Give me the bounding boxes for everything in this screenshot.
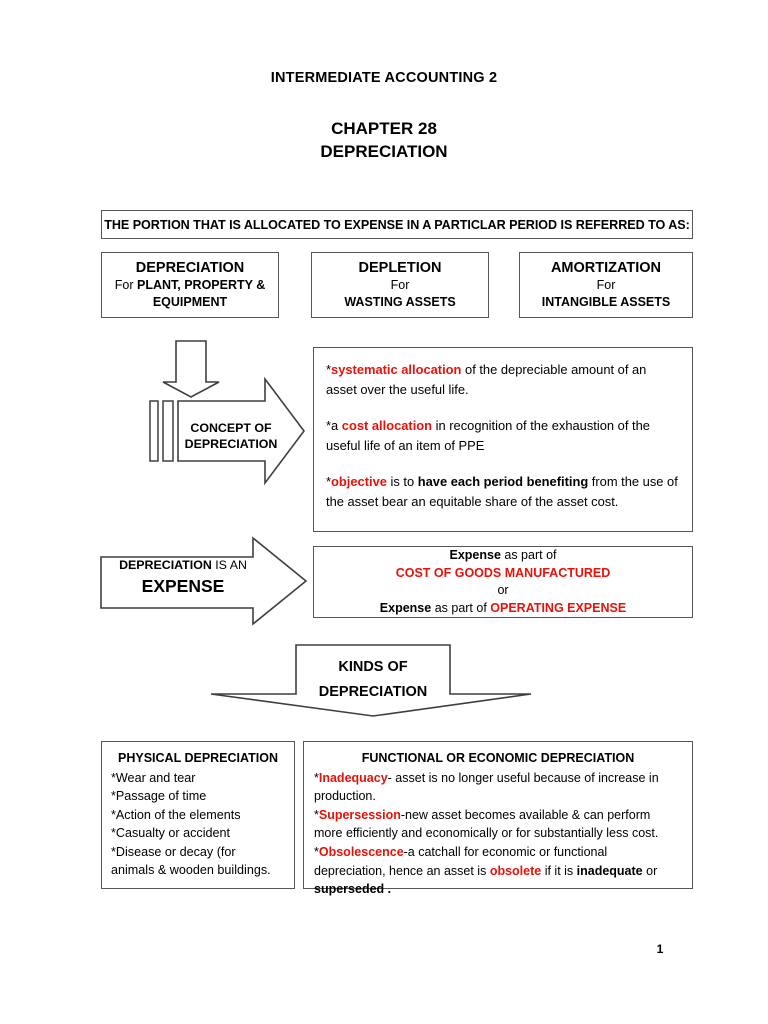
- concept-arrow-label-line2: DEPRECIATION: [184, 437, 278, 451]
- concept-point-3: *objective is to have each period benefi…: [326, 472, 678, 511]
- document-title: INTERMEDIATE ACCOUNTING 2: [270, 70, 498, 86]
- category-box-depreciation: DEPRECIATION For PLANT, PROPERTY & EQUIP…: [101, 252, 279, 318]
- concept-point-2-highlight: cost allocation: [341, 418, 433, 433]
- category-title: DEPLETION: [358, 259, 442, 276]
- category-subject-line1: WASTING ASSETS: [344, 294, 456, 309]
- category-box-amortization: AMORTIZATION For INTANGIBLE ASSETS: [519, 252, 693, 318]
- functional-item-star: *: [314, 807, 319, 822]
- expense-arrow-label-bold: DEPRECIATION: [119, 558, 212, 572]
- arrow-tail-bar-1: [149, 400, 159, 462]
- category-subject-line2: EQUIPMENT: [152, 294, 228, 309]
- category-for-label: For: [114, 278, 134, 293]
- expense-line-4: Expense as part of OPERATING EXPENSE: [380, 600, 626, 618]
- functional-item-rest: - asset is no longer useful because of i…: [314, 770, 659, 804]
- concept-point-1-highlight: systematic allocation: [331, 362, 462, 377]
- expense-line-4-red: OPERATING EXPENSE: [490, 600, 627, 615]
- down-arrow-icon: [162, 340, 220, 398]
- functional-item-star: *: [314, 770, 319, 785]
- concept-point-2-star: *a: [326, 418, 342, 433]
- concept-arrow-label-line1: CONCEPT OF: [190, 421, 272, 435]
- concept-point-3-rest: from the use of the asset bear an equita…: [326, 474, 678, 509]
- kinds-arrow-label-line2: DEPRECIATION: [318, 684, 428, 700]
- kinds-down-arrow-icon: [210, 644, 532, 717]
- category-for-label: For: [390, 278, 410, 293]
- banner-text: THE PORTION THAT IS ALLOCATED TO EXPENSE…: [104, 217, 690, 232]
- category-subject-line1: PLANT, PROPERTY &: [136, 278, 266, 293]
- concept-point-2: *a cost allocation in recognition of the…: [326, 416, 678, 455]
- physical-depreciation-heading: PHYSICAL DEPRECIATION: [118, 751, 278, 765]
- concept-arrow-label: CONCEPT OF DEPRECIATION: [176, 420, 286, 452]
- functional-item-highlight: Inadequacy: [318, 770, 388, 785]
- concept-point-2-rest: in recognition of the exhaustion of the …: [326, 418, 650, 453]
- page-number: 1: [656, 942, 664, 956]
- category-title: AMORTIZATION: [550, 259, 662, 276]
- functional-item-star: *: [314, 844, 319, 859]
- functional-item-obsolescence: *Obsolescence-a catchall for economic or…: [314, 843, 682, 899]
- functional-item-inadequacy: *Inadequacy- asset is no longer useful b…: [314, 769, 682, 806]
- functional-item-red-obsolete: obsolete: [489, 863, 542, 878]
- expense-line-4-plain: as part of: [431, 600, 491, 615]
- concept-description-box: *systematic allocation of the depreciabl…: [313, 347, 693, 532]
- expense-line-2-cogm: COST OF GOODS MANUFACTURED: [395, 565, 611, 580]
- expense-arrow-label-plain: IS AN: [211, 558, 247, 572]
- concept-right-arrow-icon: [177, 376, 305, 486]
- category-subject-line1: INTANGIBLE ASSETS: [541, 294, 671, 309]
- expense-line-1: Expense as part of: [449, 547, 556, 565]
- functional-item-highlight: Supersession: [318, 807, 401, 822]
- physical-item: *Wear and tear: [111, 770, 196, 785]
- functional-item-rest: -a catchall for economic or functional d…: [314, 844, 608, 878]
- physical-depreciation-box: PHYSICAL DEPRECIATION *Wear and tear *Pa…: [101, 741, 295, 889]
- functional-depreciation-heading: FUNCTIONAL OR ECONOMIC DEPRECIATION: [361, 751, 635, 765]
- arrow-tail-bar-2: [162, 400, 174, 462]
- concept-point-3-star: *: [326, 474, 332, 489]
- physical-item: animals & wooden buildings.: [111, 863, 271, 877]
- functional-item-bold-inadequate: inadequate: [576, 863, 643, 878]
- chapter-heading: CHAPTER 28 DEPRECIATION: [0, 117, 768, 163]
- expense-arrow-label-line1: DEPRECIATION IS AN: [108, 556, 258, 575]
- concept-point-3-mid: is to: [386, 474, 418, 489]
- banner-box: THE PORTION THAT IS ALLOCATED TO EXPENSE…: [101, 210, 693, 239]
- functional-depreciation-box: FUNCTIONAL OR ECONOMIC DEPRECIATION *Ina…: [303, 741, 693, 896]
- expense-line-1-bold: Expense: [449, 548, 501, 562]
- expense-line-3-or: or: [497, 583, 509, 597]
- functional-item-bold-superseded: superseded .: [314, 882, 392, 897]
- kinds-arrow-label: KINDS OF DEPRECIATION: [296, 655, 450, 705]
- expense-arrow-label-big: EXPENSE: [141, 576, 225, 596]
- concept-point-1: *systematic allocation of the depreciabl…: [326, 360, 678, 399]
- chapter-subject: DEPRECIATION: [320, 142, 448, 161]
- physical-item: *Passage of time: [111, 789, 207, 803]
- expense-description-box: Expense as part of COST OF GOODS MANUFAC…: [313, 546, 693, 618]
- concept-point-3-highlight: objective: [331, 474, 387, 489]
- expense-arrow-label: DEPRECIATION IS AN EXPENSE: [108, 556, 258, 597]
- expense-line-1-plain: as part of: [500, 548, 557, 562]
- expense-right-arrow-icon: [100, 536, 308, 626]
- functional-item-mid: if it is: [541, 863, 577, 878]
- functional-item-highlight: Obsolescence: [318, 844, 404, 859]
- kinds-arrow-label-line1: KINDS OF: [338, 659, 408, 675]
- physical-item: *Action of the elements: [111, 807, 241, 822]
- concept-point-1-star: *: [326, 362, 332, 377]
- functional-item-mid2: or: [642, 863, 658, 878]
- chapter-number: CHAPTER 28: [331, 119, 437, 138]
- category-title: DEPRECIATION: [135, 259, 245, 276]
- category-box-depletion: DEPLETION For WASTING ASSETS: [311, 252, 489, 318]
- concept-point-1-rest: of the depreciable amount of an asset ov…: [326, 362, 647, 397]
- functional-item-supersession: *Supersession-new asset becomes availabl…: [314, 806, 682, 843]
- concept-point-3-bold: have each period benefiting: [417, 474, 589, 489]
- category-detail: For PLANT, PROPERTY &: [115, 277, 266, 294]
- expense-line-4-bold: Expense: [379, 600, 432, 615]
- physical-item: *Casualty or accident: [111, 826, 231, 840]
- category-for-label: For: [596, 278, 616, 293]
- physical-item: *Disease or decay (for: [111, 844, 236, 859]
- functional-item-rest: -new asset becomes available & can perfo…: [314, 807, 659, 841]
